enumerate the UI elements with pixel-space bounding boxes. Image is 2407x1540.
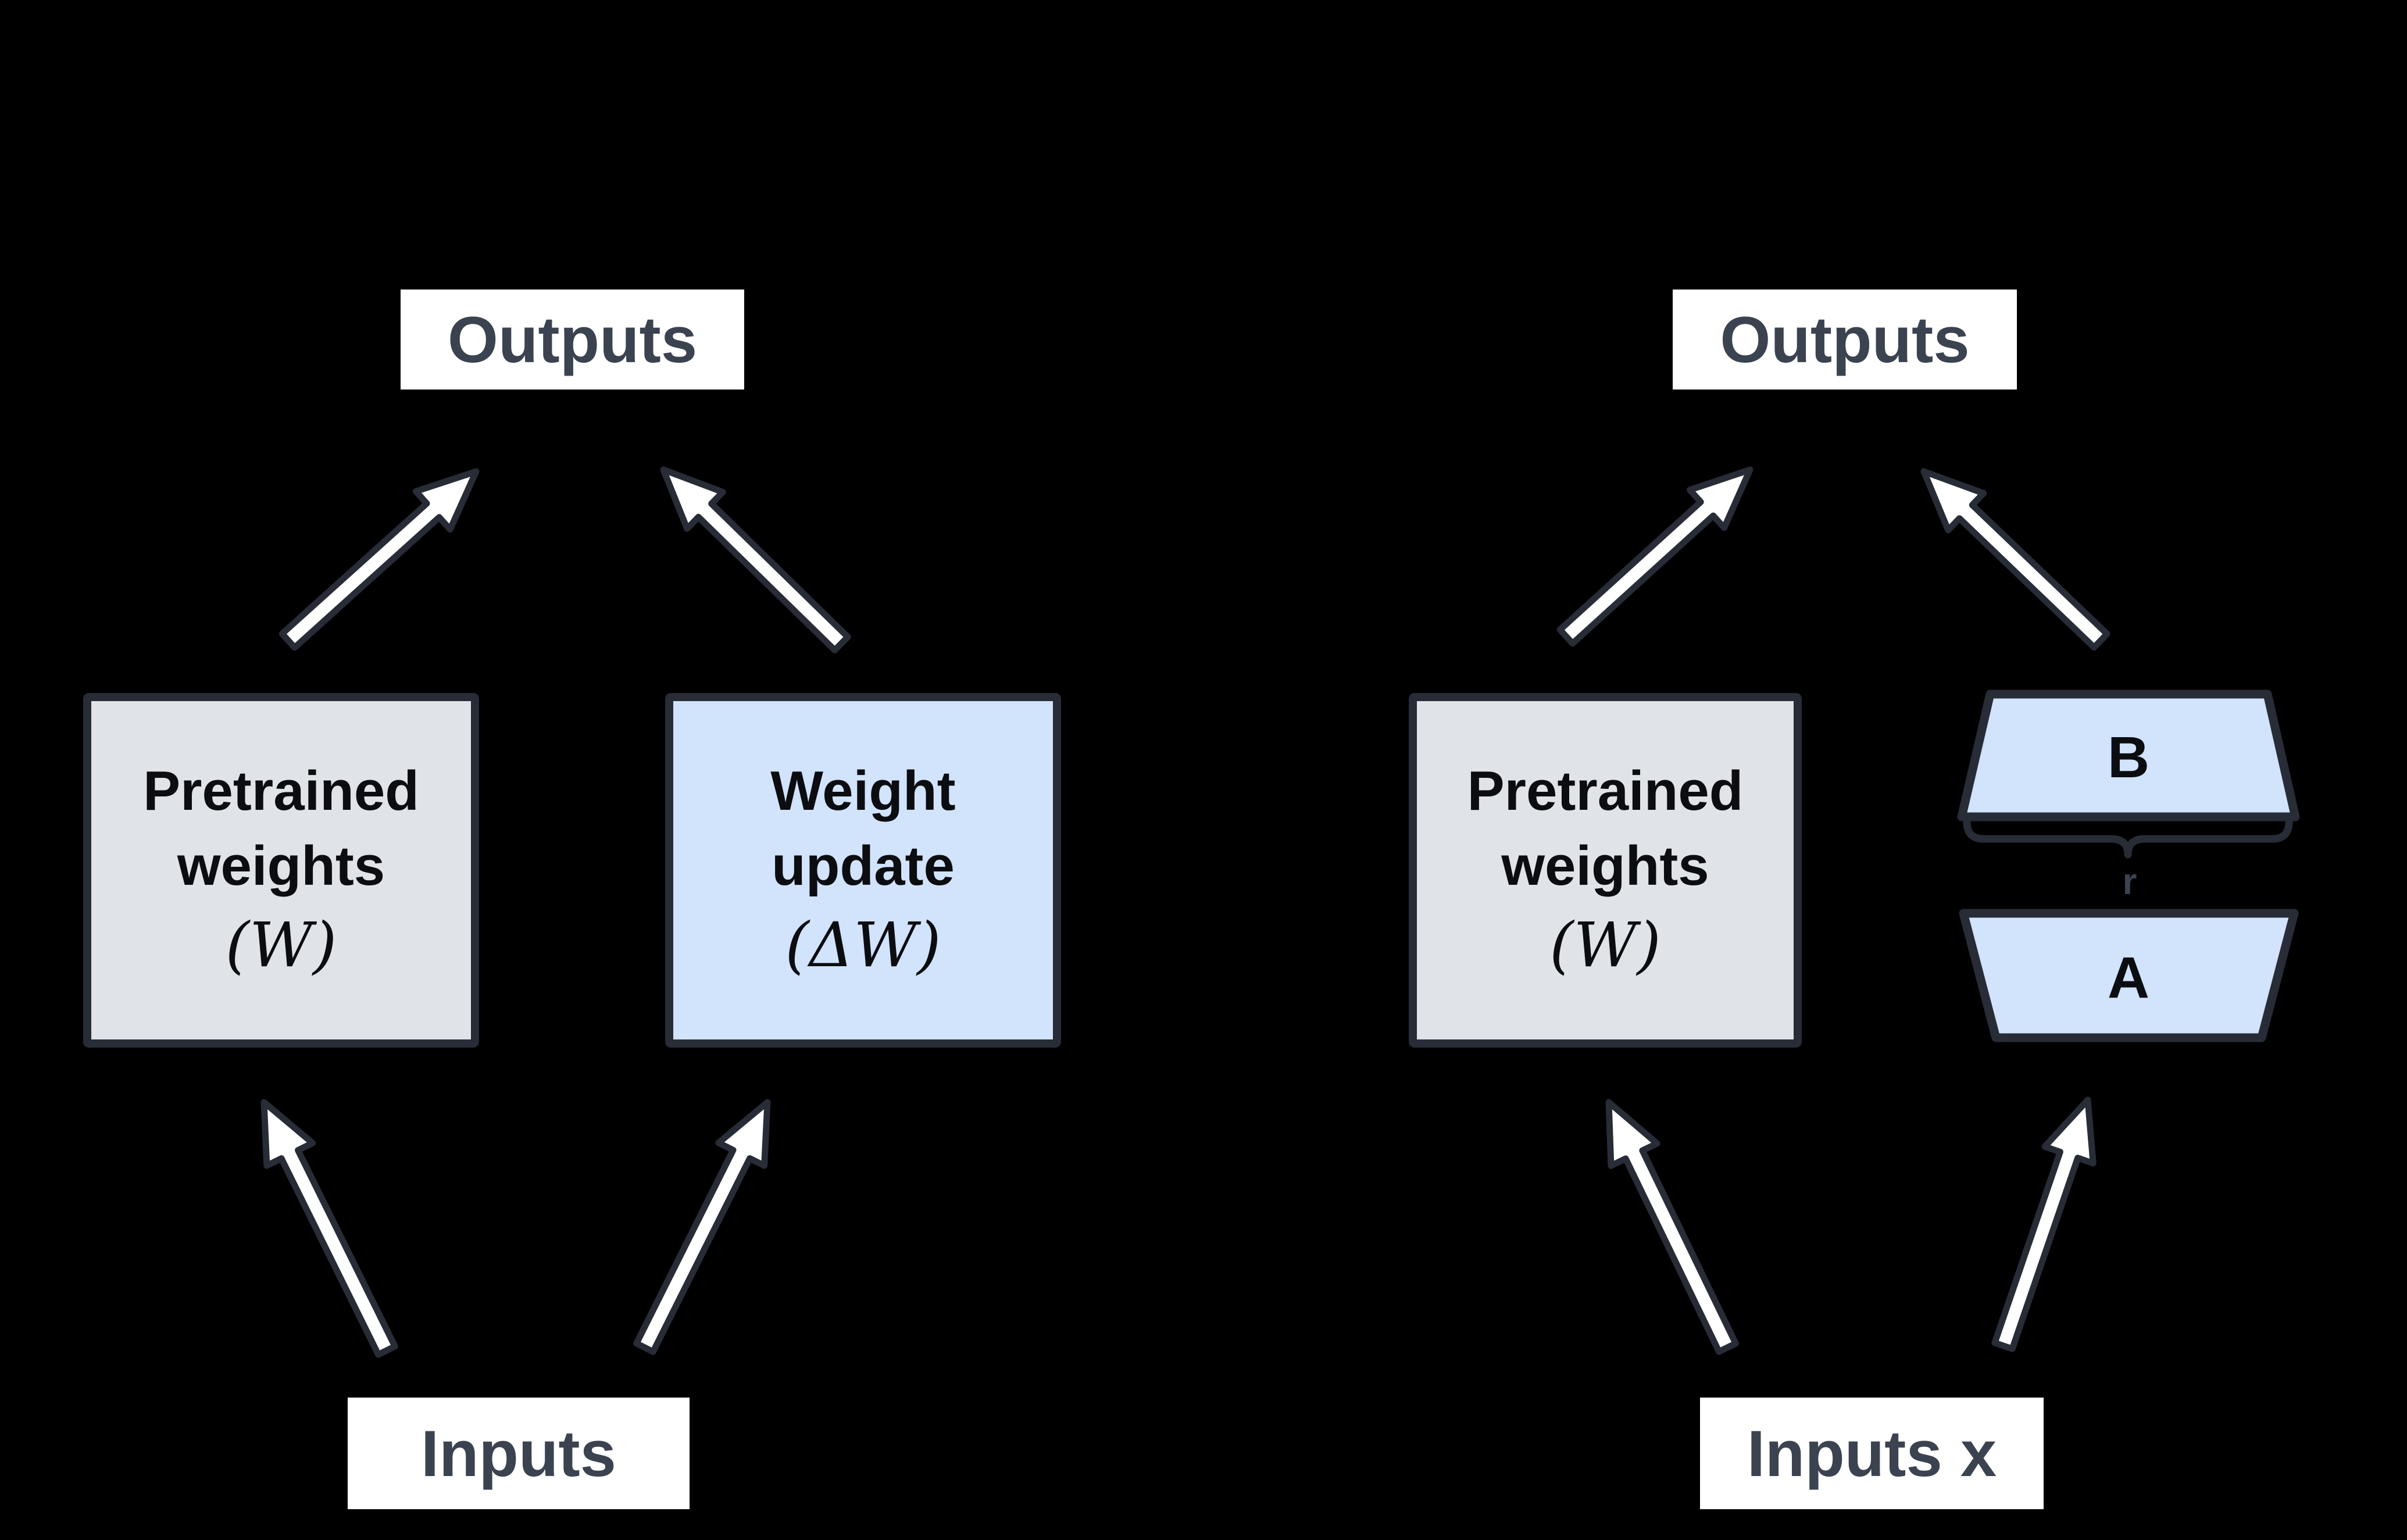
arrow-update-to-outputs-left xyxy=(660,466,851,653)
lora-matrix-a-shape xyxy=(1959,909,2299,1042)
outputs-box-left: Outputs xyxy=(401,290,744,390)
lora-matrix-b-label: B xyxy=(2012,717,2245,798)
weight-update-symbol: (ΔW) xyxy=(785,909,941,981)
matrix-b-letter: B xyxy=(2107,724,2150,790)
weight-update-line2: update xyxy=(772,834,955,897)
pretrained-right-symbol: (W) xyxy=(1549,909,1661,981)
arrow-inputs-to-pretrained-left xyxy=(260,1099,398,1358)
pretrained-left-symbol: (W) xyxy=(225,909,337,981)
outputs-box-right: Outputs xyxy=(1673,290,2017,390)
outputs-label-right: Outputs xyxy=(1720,303,1970,376)
arrow-inputs-to-pretrained-right xyxy=(1605,1099,1739,1355)
rank-r-letter: r xyxy=(2122,860,2137,902)
pretrained-weights-box-left: Pretrained weights (W) xyxy=(83,693,479,1048)
arrow-b-to-outputs-right xyxy=(1920,468,2110,651)
pretrained-right-line1: Pretrained xyxy=(1467,760,1744,823)
outputs-label-left: Outputs xyxy=(447,303,698,376)
pretrained-right-line2: weights xyxy=(1501,834,1709,897)
pretrained-left-line1: Pretrained xyxy=(143,760,419,823)
arrow-pretrained-to-outputs-left xyxy=(278,468,480,651)
rank-underbrace xyxy=(1963,818,2293,859)
arrow-inputs-to-a-right xyxy=(1991,1096,2097,1352)
inputs-label-left: Inputs xyxy=(421,1417,616,1490)
lora-matrix-a-label: A xyxy=(2012,937,2245,1019)
inputs-box-left: Inputs xyxy=(348,1398,690,1509)
arrow-inputs-to-update-left xyxy=(633,1099,771,1355)
weight-update-line1: Weight xyxy=(770,760,956,823)
lora-matrix-b-shape xyxy=(1957,689,2300,821)
arrow-pretrained-to-outputs-right xyxy=(1556,466,1754,647)
inputs-box-right: Inputs x xyxy=(1700,1398,2044,1509)
rank-r-label: r xyxy=(2072,852,2188,910)
pretrained-weights-box-right: Pretrained weights (W) xyxy=(1409,693,1802,1048)
pretrained-left-line2: weights xyxy=(177,834,385,897)
weight-update-box: Weight update (ΔW) xyxy=(665,693,1061,1048)
inputs-label-right: Inputs x xyxy=(1747,1417,1997,1490)
matrix-a-letter: A xyxy=(2107,945,2150,1010)
